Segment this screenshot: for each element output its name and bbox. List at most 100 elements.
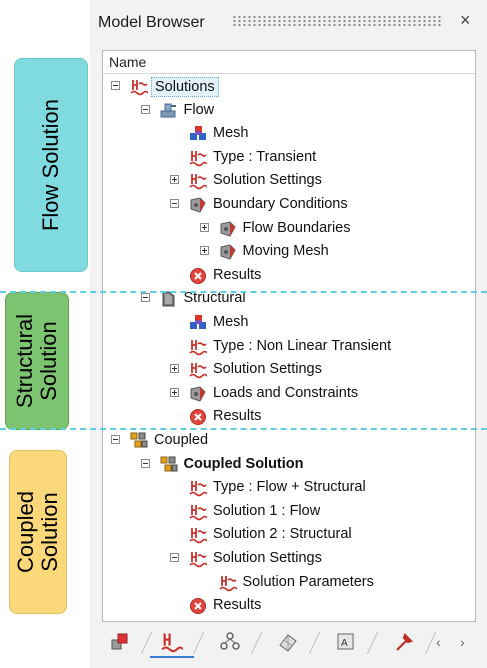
flow-structural-divider (0, 291, 487, 293)
results-icon (189, 597, 207, 615)
tree-node[interactable]: Results (103, 406, 473, 428)
collapse-icon[interactable] (140, 104, 150, 114)
collapse-icon[interactable] (140, 293, 150, 303)
model-tab-icon[interactable] (98, 628, 142, 656)
boundary-icon (189, 196, 207, 214)
bottom-tab-bar: A ‹ › (98, 626, 483, 660)
tree-node[interactable]: Solutions (103, 76, 473, 98)
tree-node-label-wrap: Solution Settings (210, 549, 325, 569)
panel-header: Model Browser × (90, 0, 487, 44)
tree-node-label-wrap: Results (210, 407, 264, 427)
tree-node-label-wrap: Coupled Solution (181, 455, 307, 475)
drag-grip-handle[interactable] (232, 15, 442, 27)
tree-node-label-wrap: Structural (181, 289, 249, 309)
tree-node[interactable]: Type : Flow + Structural (103, 477, 473, 499)
tree-node[interactable]: Mesh (103, 312, 473, 334)
close-icon[interactable]: × (460, 10, 471, 30)
panel-title: Model Browser (98, 14, 205, 31)
expand-icon[interactable] (199, 222, 209, 232)
solution-icon (130, 78, 149, 96)
solution-icon (189, 172, 208, 190)
solution-tab-icon[interactable] (150, 628, 194, 658)
tree-node-label: Flow Boundaries (242, 219, 351, 236)
collapse-icon[interactable] (111, 81, 120, 90)
hierarchy-tab-icon[interactable] (208, 628, 252, 656)
tree-node-label-wrap: Boundary Conditions (210, 195, 351, 215)
tree-node-label-wrap: Type : Flow + Structural (210, 478, 369, 498)
collapse-icon[interactable] (111, 435, 120, 444)
flow-solution-annotation: Flow Solution (14, 58, 88, 272)
boundary-icon (219, 243, 237, 261)
tree-node-label: Solution 2 : Structural (213, 526, 352, 543)
tree-node-label: Results (213, 597, 262, 614)
expand-icon[interactable] (199, 246, 209, 256)
tree-node[interactable]: Solution Settings (103, 359, 473, 381)
tree-node[interactable]: Type : Non Linear Transient (103, 336, 473, 358)
tree-node[interactable]: Solution Parameters (103, 572, 473, 594)
tree-node-label-wrap: Mesh (210, 124, 251, 144)
tab-divider (366, 632, 379, 654)
tree-node[interactable]: Moving Mesh (103, 241, 473, 263)
tree-node[interactable]: Mesh (103, 123, 473, 145)
tree-node-label-wrap: Results (210, 266, 264, 286)
collapse-icon[interactable] (170, 199, 179, 208)
tree-node-label: Solution Parameters (242, 573, 374, 590)
expand-icon[interactable] (170, 175, 179, 185)
tree-node-label-wrap: Mesh (210, 313, 251, 333)
tab-divider (192, 632, 205, 654)
tree-node[interactable]: Results (103, 265, 473, 287)
tree-node[interactable]: Solution Settings (103, 548, 473, 570)
mesh-icon (189, 125, 207, 143)
tree-node-label-wrap: Coupled (151, 431, 211, 451)
surface-tab-icon[interactable] (266, 628, 310, 656)
results-icon (189, 267, 207, 285)
tree-node-label: Type : Non Linear Transient (213, 337, 392, 354)
tree-node-label-wrap: Solution Parameters (240, 573, 377, 593)
tree-node[interactable]: Boundary Conditions (103, 194, 473, 216)
tree-node-label-wrap: Results (210, 596, 264, 616)
tree-node[interactable]: Coupled Solution (103, 454, 473, 476)
expand-icon[interactable] (170, 364, 179, 374)
text-tab-icon[interactable]: A (324, 628, 368, 656)
tree-node-label-wrap: Type : Non Linear Transient (210, 337, 394, 357)
collapse-icon[interactable] (170, 553, 179, 562)
solution-icon (189, 479, 208, 497)
tree-node-label: Boundary Conditions (213, 196, 348, 212)
solution-icon (189, 526, 208, 544)
svg-text:A: A (341, 638, 348, 649)
tree-node-label-wrap: Type : Transient (210, 148, 319, 168)
tree-node-label-wrap: Moving Mesh (240, 242, 332, 262)
tree-node[interactable]: Solution Settings (103, 170, 473, 192)
tree-node-label: Loads and Constraints (213, 384, 359, 401)
tree-node[interactable]: Flow (103, 100, 473, 122)
tree-node-label: Solution Settings (213, 550, 322, 566)
tree-node[interactable]: Coupled (103, 430, 473, 452)
solution-icon (189, 503, 208, 521)
tree-node-label-wrap: Solution Settings (210, 171, 325, 191)
expand-icon[interactable] (170, 387, 179, 397)
tree-node[interactable]: Type : Transient (103, 147, 473, 169)
tree-node[interactable]: Results (103, 595, 473, 617)
structural-icon (160, 290, 178, 308)
pin-tab-icon[interactable] (382, 628, 426, 656)
tree-node[interactable]: Loads and Constraints (103, 383, 473, 405)
boundary-icon (189, 385, 207, 403)
tree-node[interactable]: Flow Boundaries (103, 218, 473, 240)
solution-icon (189, 338, 208, 356)
tree-node[interactable]: Solution 1 : Flow (103, 501, 473, 523)
tree-node[interactable]: Solution 2 : Structural (103, 524, 473, 546)
solution-icon (189, 361, 208, 379)
scroll-right-icon[interactable]: › (460, 634, 465, 650)
tree-node[interactable]: Structural (103, 288, 473, 310)
boundary-icon (219, 220, 237, 238)
tree-node-label-wrap: Solution Settings (210, 360, 325, 380)
tree-node-label: Solution Settings (213, 361, 322, 378)
column-header-name[interactable]: Name (103, 51, 475, 74)
collapse-icon[interactable] (140, 458, 150, 468)
coupled-line-1: Coupled (13, 491, 39, 573)
tree-node-label: Solutions (155, 79, 215, 95)
tree-node-label-wrap: Solution 1 : Flow (210, 502, 323, 522)
scroll-left-icon[interactable]: ‹ (436, 634, 441, 650)
